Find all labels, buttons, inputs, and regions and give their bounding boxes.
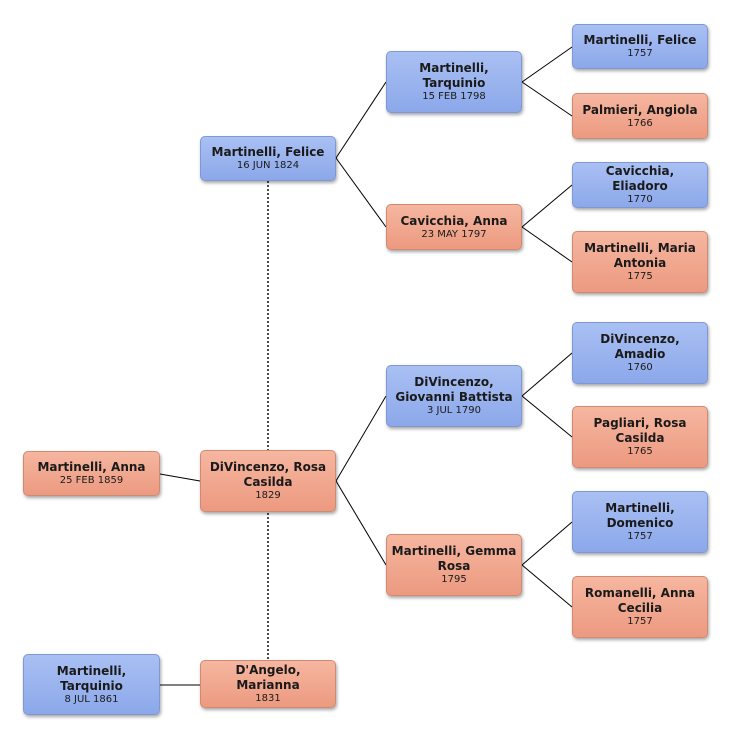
person-date: 1766: [627, 117, 653, 129]
connector: [521, 352, 573, 397]
connector: [521, 226, 573, 263]
person-name: Martinelli, Anna: [37, 460, 146, 474]
person-box[interactable]: D'Angelo, Marianna 1831: [200, 660, 336, 708]
person-box[interactable]: Martinelli, Tarquinio 15 FEB 1798: [386, 51, 522, 113]
person-box[interactable]: Martinelli, Gemma Rosa 1795: [386, 534, 522, 596]
connector: [159, 473, 201, 482]
person-box[interactable]: Martinelli, Domenico 1757: [572, 491, 708, 553]
person-name: Palmieri, Angiola: [582, 102, 698, 117]
person-name: D'Angelo, Marianna: [235, 663, 301, 692]
person-name: DiVincenzo, Giovanni Battista: [395, 375, 513, 404]
person-box[interactable]: Cavicchia, Anna 23 MAY 1797: [386, 204, 522, 250]
person-date: 1757: [627, 48, 653, 59]
person-box[interactable]: Martinelli, Maria Antonia 1775: [572, 231, 708, 293]
person-name: Martinelli, Domenico: [605, 501, 675, 530]
person-date: 1831: [255, 693, 281, 704]
person-date: 1829: [255, 490, 281, 501]
person-date: 3 JUL 1790: [426, 405, 481, 416]
person-box[interactable]: Martinelli, Felice 16 JUN 1824: [200, 136, 336, 181]
person-box[interactable]: DiVincenzo, Amadio 1760: [572, 322, 708, 384]
person-name: Martinelli, Tarquinio: [56, 663, 127, 693]
person-date: 1775: [627, 271, 653, 282]
person-date: 1757: [627, 616, 653, 627]
person-box[interactable]: Martinelli, Felice 1757: [572, 24, 708, 69]
person-name: Pagliari, Rosa Casilda: [593, 416, 687, 445]
connector: [521, 395, 573, 438]
person-name: Martinelli, Tarquinio: [419, 61, 489, 90]
person-name: Cavicchia, Eliadoro: [605, 164, 675, 193]
connector: [335, 157, 387, 228]
person-name: Cavicchia, Anna: [400, 213, 508, 228]
person-box[interactable]: DiVincenzo, Rosa Casilda 1829: [200, 450, 336, 512]
connector: [521, 564, 573, 608]
connector: [521, 184, 573, 228]
connector: [335, 480, 387, 566]
person-date: 1765: [627, 446, 653, 457]
person-date: 1795: [441, 574, 467, 585]
connector: [521, 46, 573, 83]
person-date: 23 MAY 1797: [421, 228, 487, 240]
person-box[interactable]: Palmieri, Angiola 1766: [572, 93, 708, 139]
person-box[interactable]: DiVincenzo, Giovanni Battista 3 JUL 1790: [386, 365, 522, 427]
person-date: 25 FEB 1859: [59, 475, 124, 486]
person-date: 15 FEB 1798: [422, 91, 486, 102]
person-name: Romanelli, Anna Cecilia: [584, 586, 696, 615]
connector: [521, 81, 573, 117]
person-box[interactable]: Cavicchia, Eliadoro 1770: [572, 162, 708, 208]
person-name: Martinelli, Gemma Rosa: [391, 544, 517, 573]
person-date: 16 JUN 1824: [236, 160, 300, 171]
person-date: 1770: [627, 194, 653, 205]
person-box[interactable]: Martinelli, Tarquinio 8 JUL 1861: [23, 654, 160, 715]
person-name: Martinelli, Felice: [211, 145, 325, 159]
person-name: DiVincenzo, Rosa Casilda: [209, 460, 327, 489]
person-box[interactable]: Pagliari, Rosa Casilda 1765: [572, 406, 708, 468]
person-name: DiVincenzo, Amadio: [600, 332, 680, 361]
person-date: 1760: [627, 362, 653, 373]
connector: [521, 521, 573, 566]
connector: [335, 395, 387, 482]
connector: [335, 81, 387, 159]
person-box[interactable]: Romanelli, Anna Cecilia 1757: [572, 576, 708, 638]
person-box[interactable]: Martinelli, Anna 25 FEB 1859: [23, 451, 160, 496]
person-date: 1757: [627, 531, 653, 542]
person-name: Martinelli, Maria Antonia: [584, 241, 696, 270]
person-date: 8 JUL 1861: [64, 693, 119, 705]
person-name: Martinelli, Felice: [583, 33, 697, 47]
